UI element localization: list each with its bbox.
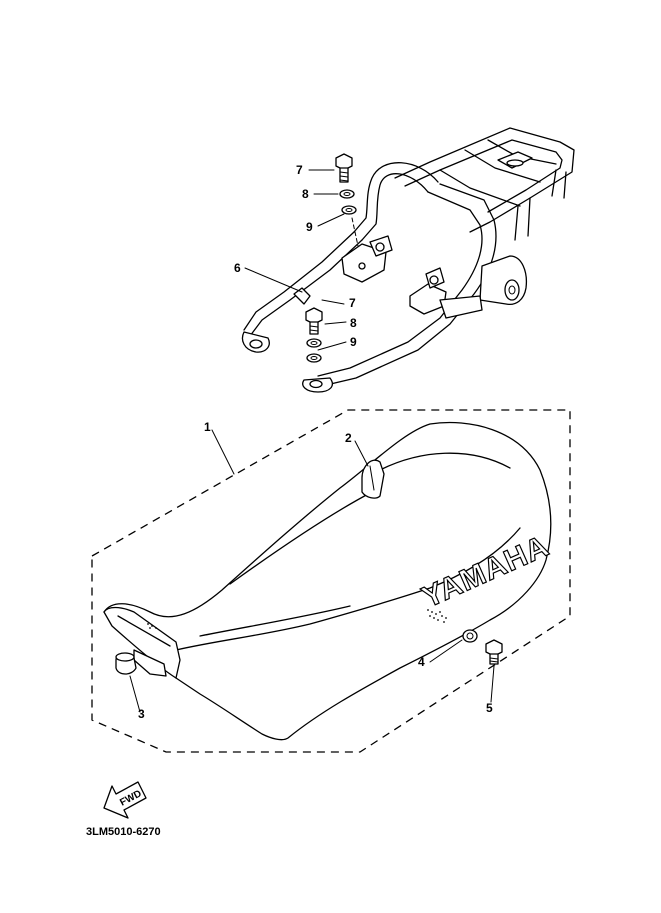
seat-assembly-boundary (91, 409, 571, 753)
spring-washer-8-lower (306, 338, 322, 348)
callout-6: 6 (234, 261, 241, 275)
callout-9-upper: 9 (306, 220, 313, 234)
callout-2: 2 (345, 431, 352, 445)
spring-washer-8-upper (339, 189, 355, 199)
collar-4 (462, 629, 478, 643)
grab-bar-rack (241, 127, 575, 393)
callout-9-lower: 9 (350, 335, 357, 349)
callout-8-lower: 8 (350, 316, 357, 330)
callout-3: 3 (138, 707, 145, 721)
bolt-5 (485, 639, 503, 665)
callout-7-lower: 7 (349, 296, 356, 310)
logo-stipple (427, 609, 447, 623)
diagram-code: 3LM5010-6270 (86, 826, 161, 838)
callout-8-upper: 8 (302, 187, 309, 201)
bolt-7-lower (305, 307, 323, 335)
leader-lines (129, 169, 495, 713)
damper-3 (115, 652, 137, 675)
callout-5: 5 (486, 701, 493, 715)
callout-1: 1 (204, 420, 211, 434)
callout-4: 4 (418, 655, 425, 669)
bolt-axis-upper (351, 217, 359, 247)
plain-washer-9-lower (306, 353, 322, 363)
bolt-7-upper (335, 153, 353, 183)
callout-7-upper: 7 (296, 163, 303, 177)
plain-washer-9-upper (341, 205, 357, 215)
seat: YAMAHA (103, 421, 555, 741)
seat-hook-2 (361, 459, 385, 499)
fwd-arrow-icon: FWD (103, 781, 147, 819)
